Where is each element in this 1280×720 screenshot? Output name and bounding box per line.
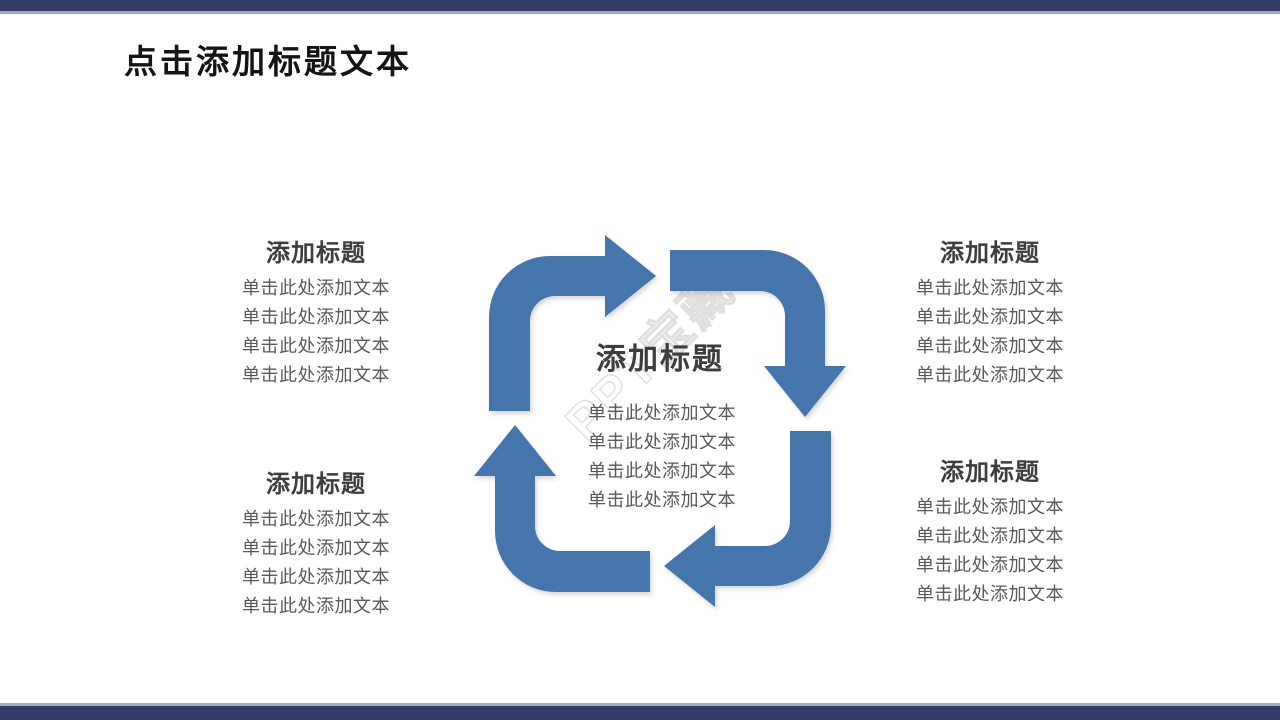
block-heading: 添加标题 <box>266 240 366 267</box>
block-body-line: 单击此处添加文本 <box>242 567 390 587</box>
center-body-line: 单击此处添加文本 <box>588 432 736 452</box>
block-heading: 添加标题 <box>940 459 1040 486</box>
center-body-line: 单击此处添加文本 <box>588 490 736 510</box>
block-heading: 添加标题 <box>266 471 366 498</box>
cycle-arrows-diagram <box>474 235 846 607</box>
text-block-bottom-right[interactable]: 添加标题 单击此处添加文本 单击此处添加文本 单击此处添加文本 单击此处添加文本 <box>880 452 1100 609</box>
block-body-line: 单击此处添加文本 <box>242 538 390 558</box>
block-body-line: 单击此处添加文本 <box>916 584 1064 604</box>
block-body-line: 单击此处添加文本 <box>242 278 390 298</box>
block-body: 单击此处添加文本 单击此处添加文本 单击此处添加文本 单击此处添加文本 <box>880 493 1100 609</box>
block-body: 单击此处添加文本 单击此处添加文本 单击此处添加文本 单击此处添加文本 <box>206 505 426 621</box>
center-heading-placeholder[interactable]: 添加标题 <box>596 343 724 376</box>
block-body-line: 单击此处添加文本 <box>916 555 1064 575</box>
cycle-arrow-top-left-icon <box>489 235 656 411</box>
block-body-line: 单击此处添加文本 <box>242 336 390 356</box>
block-body-line: 单击此处添加文本 <box>916 497 1064 517</box>
text-block-top-right[interactable]: 添加标题 单击此处添加文本 单击此处添加文本 单击此处添加文本 单击此处添加文本 <box>880 233 1100 390</box>
block-body: 单击此处添加文本 单击此处添加文本 单击此处添加文本 单击此处添加文本 <box>880 274 1100 390</box>
block-body-line: 单击此处添加文本 <box>242 365 390 385</box>
center-body-line: 单击此处添加文本 <box>588 461 736 481</box>
block-body-line: 单击此处添加文本 <box>242 596 390 616</box>
top-accent-bar <box>0 0 1280 14</box>
block-body-line: 单击此处添加文本 <box>242 509 390 529</box>
block-body-line: 单击此处添加文本 <box>916 526 1064 546</box>
text-block-bottom-left[interactable]: 添加标题 单击此处添加文本 单击此处添加文本 单击此处添加文本 单击此处添加文本 <box>206 464 426 621</box>
center-body-placeholder[interactable]: 单击此处添加文本 单击此处添加文本 单击此处添加文本 单击此处添加文本 <box>540 399 784 515</box>
block-body: 单击此处添加文本 单击此处添加文本 单击此处添加文本 单击此处添加文本 <box>206 274 426 390</box>
block-body-line: 单击此处添加文本 <box>916 278 1064 298</box>
text-block-top-left[interactable]: 添加标题 单击此处添加文本 单击此处添加文本 单击此处添加文本 单击此处添加文本 <box>206 233 426 390</box>
slide-title-placeholder[interactable]: 点击添加标题文本 <box>124 43 412 80</box>
block-body-line: 单击此处添加文本 <box>916 307 1064 327</box>
block-heading: 添加标题 <box>940 240 1040 267</box>
block-body-line: 单击此处添加文本 <box>242 307 390 327</box>
bottom-accent-bar <box>0 703 1280 720</box>
block-body-line: 单击此处添加文本 <box>916 336 1064 356</box>
block-body-line: 单击此处添加文本 <box>916 365 1064 385</box>
center-body-line: 单击此处添加文本 <box>588 403 736 423</box>
